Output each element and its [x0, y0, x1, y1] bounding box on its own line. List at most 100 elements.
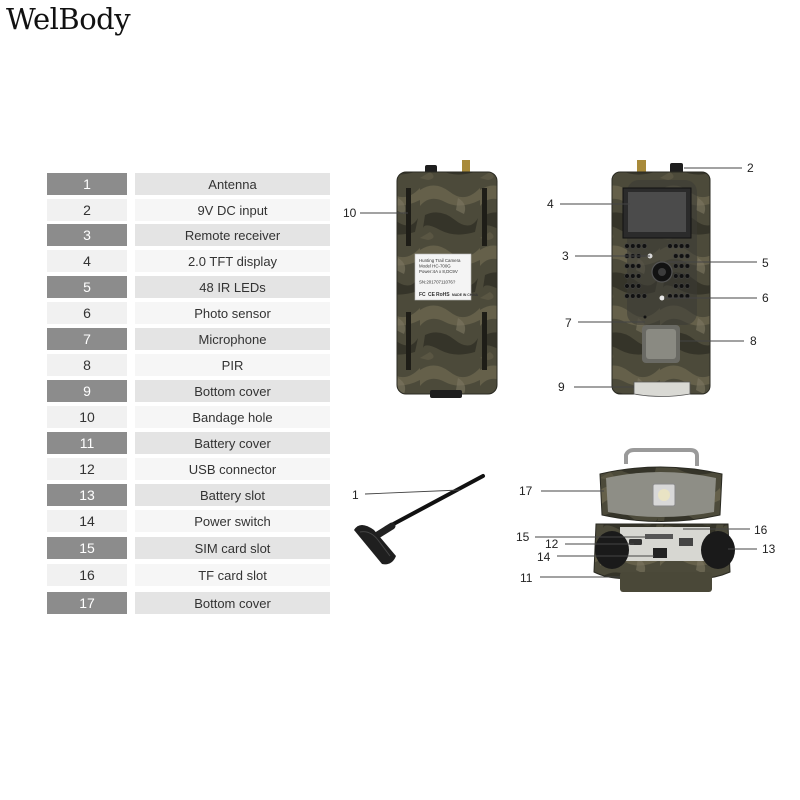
part-number: 11: [47, 432, 127, 454]
ir-led: [678, 243, 685, 249]
part-name: Bottom cover: [135, 380, 330, 402]
antenna-part: [354, 474, 485, 565]
brand-logo: WelBody: [6, 2, 131, 36]
antenna-base: [354, 525, 396, 565]
sticker-mark: RoHS: [436, 292, 450, 298]
part-name: Power switch: [135, 510, 330, 532]
sticker-mark: CE: [428, 292, 436, 298]
spec-sticker: [414, 253, 472, 301]
table-row: 4 2.0 TFT display: [47, 250, 330, 272]
ir-led: [673, 253, 679, 259]
callout-4: 4: [547, 197, 554, 211]
callout-14: 14: [537, 550, 551, 564]
part-name: Battery slot: [135, 484, 330, 506]
ir-led: [624, 293, 630, 299]
ir-led: [624, 273, 630, 279]
ir-led: [684, 253, 691, 259]
ir-led: [635, 263, 642, 269]
ir-led: [678, 263, 685, 269]
ir-led: [641, 293, 648, 299]
front-antenna-connector: [637, 160, 646, 174]
microphone-hole: [643, 315, 647, 319]
ir-led: [630, 273, 636, 279]
sticker-line: Hunting Trail Camera: [419, 258, 461, 263]
part-number: 17: [47, 592, 127, 614]
table-row: 10 Bandage hole: [47, 406, 330, 428]
ir-led: [641, 243, 648, 249]
callout-10: 10: [343, 206, 357, 220]
callout-8: 8: [750, 334, 757, 348]
part-number: 4: [47, 250, 127, 272]
part-name: 48 IR LEDs: [135, 276, 330, 298]
ir-led: [678, 253, 685, 259]
callout-15: 15: [516, 530, 530, 544]
sim-card-slot: [645, 534, 673, 539]
camera-open-view: [593, 448, 735, 592]
antenna-connector: [462, 160, 470, 174]
ir-led: [673, 263, 679, 269]
callout-lines: [360, 167, 757, 578]
part-number: 13: [47, 484, 127, 506]
ir-led: [624, 283, 630, 289]
callout-5: 5: [762, 256, 769, 270]
part-number: 7: [47, 328, 127, 350]
sticker-mark: MADE IN CHINA: [452, 293, 479, 297]
callout-1: 1: [352, 488, 359, 502]
ir-led-array: [624, 243, 691, 299]
battery-slot-right: [701, 531, 735, 569]
antenna-joint: [372, 522, 396, 540]
ir-led: [635, 273, 642, 279]
tf-card-slot: [679, 538, 693, 546]
back-bottom-cover: [430, 390, 462, 398]
open-hinge-strap: [624, 448, 699, 466]
ir-led: [678, 273, 685, 279]
part-number: 16: [47, 564, 127, 586]
bandage-hole-left-lower: [406, 312, 411, 370]
callout-12: 12: [545, 537, 559, 551]
pir-lens: [646, 329, 676, 359]
tft-display: [628, 192, 686, 232]
callout-13: 13: [762, 542, 776, 556]
power-switch: [653, 548, 667, 558]
part-number: 8: [47, 354, 127, 376]
sticker-line: Model HC-700G: [419, 263, 451, 268]
callout-17: 17: [519, 484, 533, 498]
part-name: Photo sensor: [135, 302, 330, 324]
ir-led: [635, 243, 642, 249]
part-name: Antenna: [135, 173, 330, 195]
ir-led: [624, 243, 630, 249]
ir-led: [630, 293, 636, 299]
ir-led: [635, 283, 642, 289]
ir-led: [673, 283, 679, 289]
table-row: 9 Bottom cover: [47, 380, 330, 402]
lens-glass: [658, 268, 666, 276]
battery-cover: [620, 572, 712, 592]
part-name: Bandage hole: [135, 406, 330, 428]
part-name: USB connector: [135, 458, 330, 480]
callout-2: 2: [747, 161, 754, 175]
part-number: 9: [47, 380, 127, 402]
ir-led: [684, 273, 691, 279]
callout-3: 3: [562, 249, 569, 263]
part-number: 2: [47, 199, 127, 221]
part-name: 2.0 TFT display: [135, 250, 330, 272]
part-number: 10: [47, 406, 127, 428]
battery-slot-left: [595, 531, 629, 569]
dc-input-knob: [670, 163, 683, 174]
callout-6: 6: [762, 291, 769, 305]
ir-led: [673, 273, 679, 279]
ir-led: [684, 283, 691, 289]
front-bottom-cover: [633, 381, 691, 397]
table-row: 13 Battery slot: [47, 484, 330, 506]
